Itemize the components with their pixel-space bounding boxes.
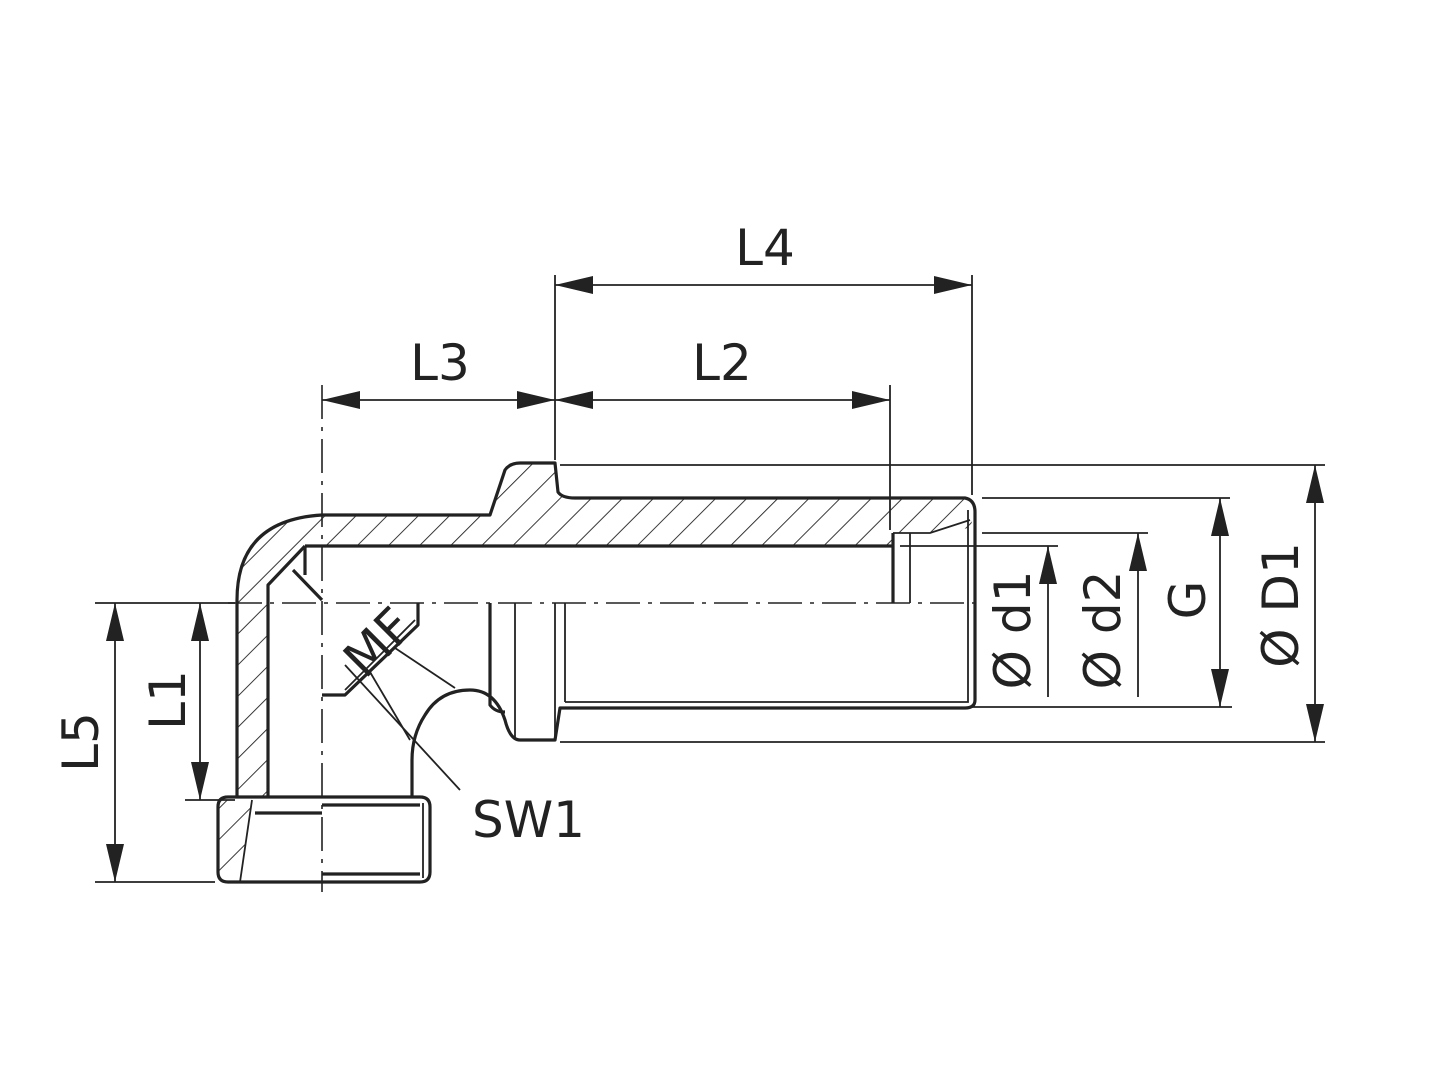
dimension-l4: L4 — [555, 219, 972, 294]
dimension-d1: Ø d1 — [984, 546, 1057, 697]
center-lines — [228, 385, 978, 892]
fitting-outline — [216, 461, 977, 884]
dimension-g: G — [1159, 498, 1229, 707]
dimension-l3: L3 — [322, 334, 555, 409]
dimension-l1: L1 — [139, 603, 209, 800]
svg-text:L2: L2 — [692, 334, 752, 392]
dimension-l5: L5 — [52, 603, 124, 882]
svg-text:L5: L5 — [52, 712, 110, 772]
svg-text:L4: L4 — [735, 219, 795, 277]
section-hatching — [218, 463, 975, 882]
svg-text:Ø d1: Ø d1 — [984, 571, 1042, 690]
dimension-D1: Ø D1 — [1252, 465, 1324, 742]
svg-text:SW1: SW1 — [472, 791, 585, 849]
extension-lines — [95, 275, 1325, 883]
dimension-sw1: SW1 — [344, 647, 585, 849]
dimension-d2: Ø d2 — [1074, 533, 1147, 697]
svg-text:Ø D1: Ø D1 — [1252, 542, 1310, 668]
svg-text:L3: L3 — [410, 334, 470, 392]
mf-marking: MF — [332, 597, 424, 691]
svg-text:Ø d2: Ø d2 — [1074, 571, 1132, 690]
svg-text:G: G — [1159, 581, 1217, 620]
dimension-l2: L2 — [555, 334, 890, 409]
svg-text:L1: L1 — [139, 670, 197, 730]
svg-text:MF: MF — [332, 597, 424, 689]
